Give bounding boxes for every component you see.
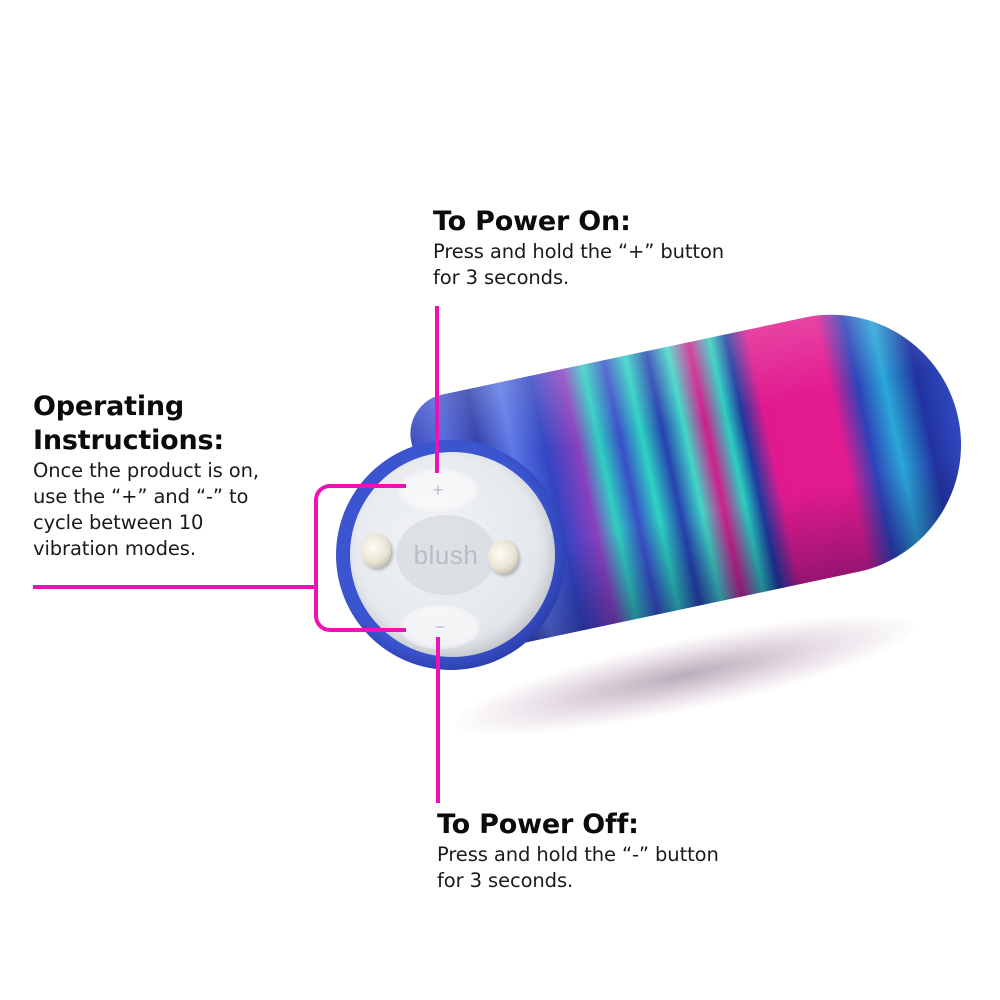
operating-instructions-callout: Operating Instructions: Once the product…	[33, 390, 259, 562]
power-on-text-line2: for 3 seconds.	[433, 266, 570, 289]
minus-icon: −	[434, 617, 446, 637]
plus-button[interactable]: +	[398, 468, 478, 512]
power-off-title: To Power Off:	[437, 809, 639, 840]
power-off-callout: To Power Off: Press and hold the “-” but…	[437, 808, 719, 894]
brand-logo: blush	[396, 515, 496, 595]
minus-button[interactable]: −	[400, 605, 480, 649]
operating-title-line2: Instructions:	[33, 425, 224, 456]
power-off-text-line1: Press and hold the “-” button	[437, 843, 719, 866]
power-off-text-line2: for 3 seconds.	[437, 869, 574, 892]
operating-text-line3: cycle between 10	[33, 511, 204, 534]
charging-contact-right	[488, 540, 518, 574]
operating-text-line2: use the “+” and “-” to	[33, 485, 249, 508]
brand-logo-text: blush	[413, 540, 479, 570]
power-on-title: To Power On:	[433, 206, 631, 237]
operating-text-line4: vibration modes.	[33, 537, 196, 560]
operating-title-line1: Operating	[33, 391, 185, 422]
power-on-text-line1: Press and hold the “+” button	[433, 240, 725, 263]
operating-bracket	[314, 484, 406, 632]
power-on-leader-line	[435, 306, 439, 473]
power-on-callout: To Power On: Press and hold the “+” butt…	[433, 205, 724, 291]
power-off-leader-line	[436, 637, 440, 803]
plus-icon: +	[432, 480, 444, 500]
charging-contact-left	[361, 534, 391, 568]
operating-text-line1: Once the product is on,	[33, 459, 259, 482]
operating-leader-line	[33, 585, 316, 589]
